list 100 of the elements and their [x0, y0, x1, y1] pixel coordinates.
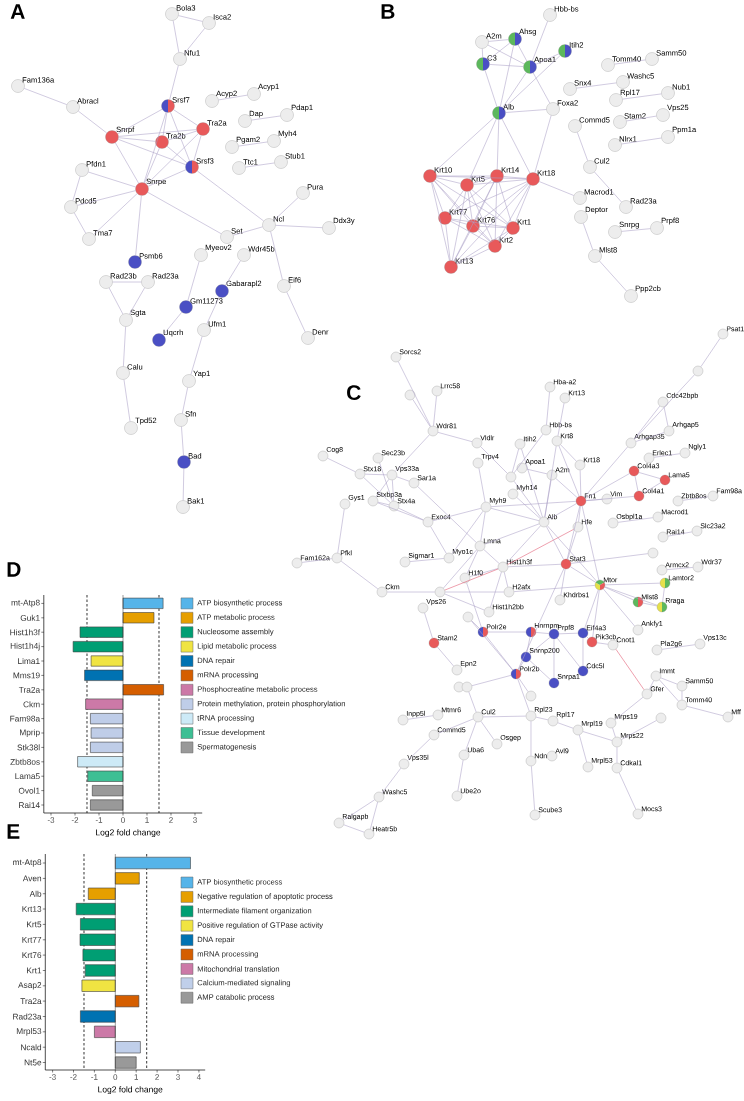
interaction-line [108, 287, 124, 315]
interaction-line [482, 48, 483, 58]
interaction-line [187, 261, 200, 301]
interaction-line [480, 721, 495, 741]
interaction-line [169, 65, 179, 100]
interaction-line [468, 691, 477, 713]
interaction-line [437, 646, 454, 667]
interaction-line [301, 558, 333, 563]
interaction-line [592, 589, 600, 638]
interaction-line [532, 21, 548, 62]
interaction-line [566, 505, 581, 560]
interaction-line [225, 260, 241, 286]
interaction-line [570, 566, 596, 583]
interaction-line [450, 221, 490, 244]
interaction-line [581, 505, 600, 581]
category-label: Asap2 [18, 982, 42, 990]
interaction-line [471, 620, 513, 671]
interaction-line [546, 526, 564, 560]
interaction-line [660, 677, 678, 685]
category-label: Krt77 [22, 936, 42, 943]
interaction-line [147, 169, 187, 187]
interaction-line [123, 379, 131, 422]
interaction-line [612, 727, 616, 738]
tick-label: 3 [176, 1074, 180, 1080]
interaction-line [451, 510, 484, 555]
interaction-line [501, 118, 531, 174]
category-label: Zbtb8os [10, 758, 40, 765]
interaction-line [364, 473, 388, 476]
interaction-line [144, 147, 160, 184]
interaction-line [143, 112, 167, 183]
interaction-line [538, 181, 575, 196]
interaction-line [570, 553, 649, 564]
interaction-line [490, 571, 502, 608]
interaction-line [558, 632, 579, 635]
interaction-line [558, 445, 580, 497]
interaction-line [182, 387, 188, 414]
panel-letter: A [10, 4, 25, 19]
interaction-line [614, 697, 644, 721]
interaction-line [513, 585, 596, 592]
interaction-line [560, 444, 577, 462]
interaction-line [170, 111, 190, 162]
interaction-line [166, 146, 188, 164]
interaction-line [343, 799, 375, 821]
axis-title: Log2 fold change [98, 1086, 163, 1095]
interaction-line [379, 462, 393, 502]
interaction-line [604, 586, 658, 606]
interaction-line [615, 649, 645, 690]
interaction-line [117, 139, 187, 165]
protein-node [692, 365, 704, 377]
interaction-line [617, 517, 654, 523]
interaction-line [340, 560, 379, 590]
interaction-line [444, 593, 485, 611]
interaction-line [431, 182, 444, 213]
panel-letter: B [381, 4, 395, 19]
category-label: Stk38l [17, 744, 40, 751]
interaction-line [503, 176, 527, 179]
panel-letter: D [7, 562, 21, 577]
interaction-line [469, 568, 499, 577]
interaction-line [518, 661, 524, 670]
interaction-line [621, 137, 662, 145]
interaction-line [494, 182, 498, 240]
interaction-line [343, 824, 365, 833]
interaction-line [526, 636, 531, 653]
interaction-line [485, 635, 514, 671]
panel-letter: C [347, 385, 361, 401]
interaction-line [206, 296, 220, 325]
interaction-line [480, 511, 486, 542]
interaction-line [502, 72, 527, 108]
interaction-line [487, 42, 511, 61]
tick-label: -1 [91, 1074, 98, 1080]
category-label: Hist1h4j [10, 642, 40, 651]
interaction-line [603, 588, 635, 627]
interaction-line [567, 531, 577, 560]
interaction-line [666, 567, 694, 570]
tick-label: 2 [155, 1074, 159, 1080]
interaction-line [649, 680, 654, 690]
interaction-line [490, 508, 540, 521]
interaction-line [398, 361, 431, 427]
interaction-line [535, 53, 560, 65]
interaction-line [579, 734, 587, 763]
protein-node [453, 681, 465, 693]
interaction-line [576, 82, 617, 89]
interaction-line [512, 448, 519, 473]
interaction-line [434, 180, 491, 242]
interaction-line [513, 433, 544, 474]
interaction-line [377, 501, 390, 506]
interaction-line [181, 426, 184, 456]
interaction-line [513, 480, 542, 519]
interaction-line [661, 644, 696, 650]
interaction-line [327, 458, 356, 472]
interaction-line [577, 132, 588, 161]
interaction-line [456, 248, 490, 265]
interaction-line [618, 772, 637, 810]
interaction-line [432, 508, 482, 521]
protein-node [404, 389, 416, 401]
interaction-line [535, 716, 549, 721]
interaction-line [445, 224, 451, 261]
interaction-line [178, 15, 203, 22]
interaction-line [642, 602, 658, 607]
interaction-line [78, 110, 107, 134]
